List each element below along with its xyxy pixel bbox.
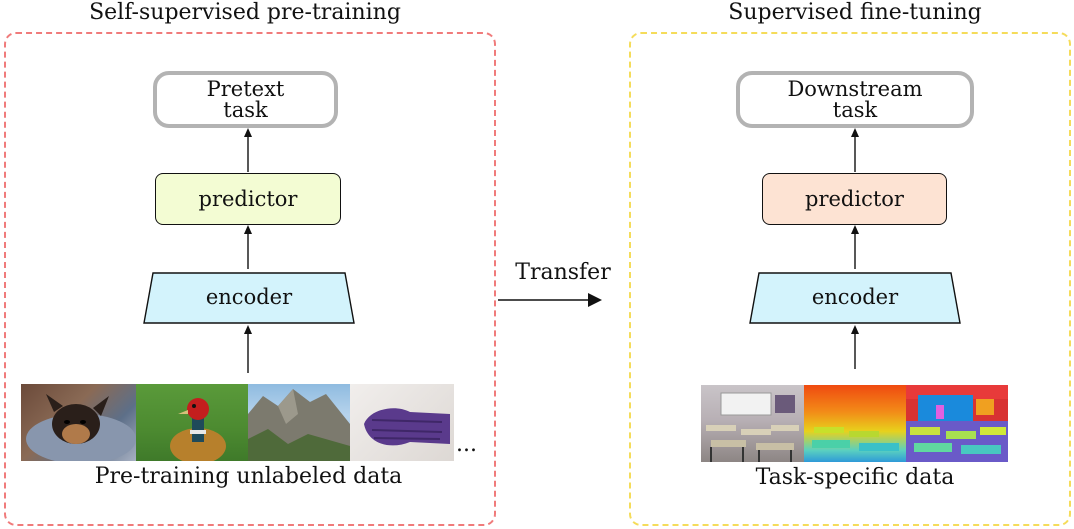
downstream-task-box: Downstream task (736, 71, 974, 128)
knit-glove-image (350, 384, 454, 461)
transfer-label: Transfer (515, 260, 611, 285)
pheasant-image (136, 384, 248, 461)
left-arrow-data-to-encoder (244, 325, 252, 373)
left-encoder-label: encoder (205, 285, 293, 309)
left-arrow-predictor-to-task (244, 128, 252, 172)
left-panel (4, 32, 496, 526)
right-encoder-label: encoder (811, 285, 899, 309)
right-panel (629, 32, 1071, 526)
classroom-segmentation-image (906, 385, 1008, 462)
right-data-caption: Task-specific data (755, 465, 955, 490)
left-panel-title: Self-supervised pre-training (89, 0, 401, 25)
right-predictor-box: predictor (762, 173, 947, 225)
left-data-caption: Pre-training unlabeled data (94, 464, 403, 489)
more-images-ellipsis: ... (456, 432, 477, 457)
right-panel-title: Supervised fine-tuning (728, 0, 982, 25)
rock-cliff-image (248, 384, 350, 461)
left-encoder-shape (143, 272, 355, 324)
left-predictor-box: predictor (155, 173, 341, 225)
right-arrow-data-to-encoder (851, 325, 859, 369)
right-encoder-shape (749, 272, 961, 324)
classroom-rgb-image (701, 385, 804, 462)
right-arrow-predictor-to-task (851, 128, 859, 172)
classroom-depth-image (804, 385, 906, 462)
right-arrow-encoder-to-predictor (851, 225, 859, 269)
pretext-task-line2: task (223, 97, 268, 122)
dog-image (21, 384, 136, 461)
pretext-task-line1: Pretext (206, 76, 285, 101)
downstream-task-line1: Downstream (787, 76, 923, 101)
transfer-arrow (498, 293, 602, 307)
pretext-task-box: Pretext task (153, 71, 338, 128)
left-arrow-encoder-to-predictor (244, 225, 252, 269)
downstream-task-line2: task (832, 97, 878, 122)
